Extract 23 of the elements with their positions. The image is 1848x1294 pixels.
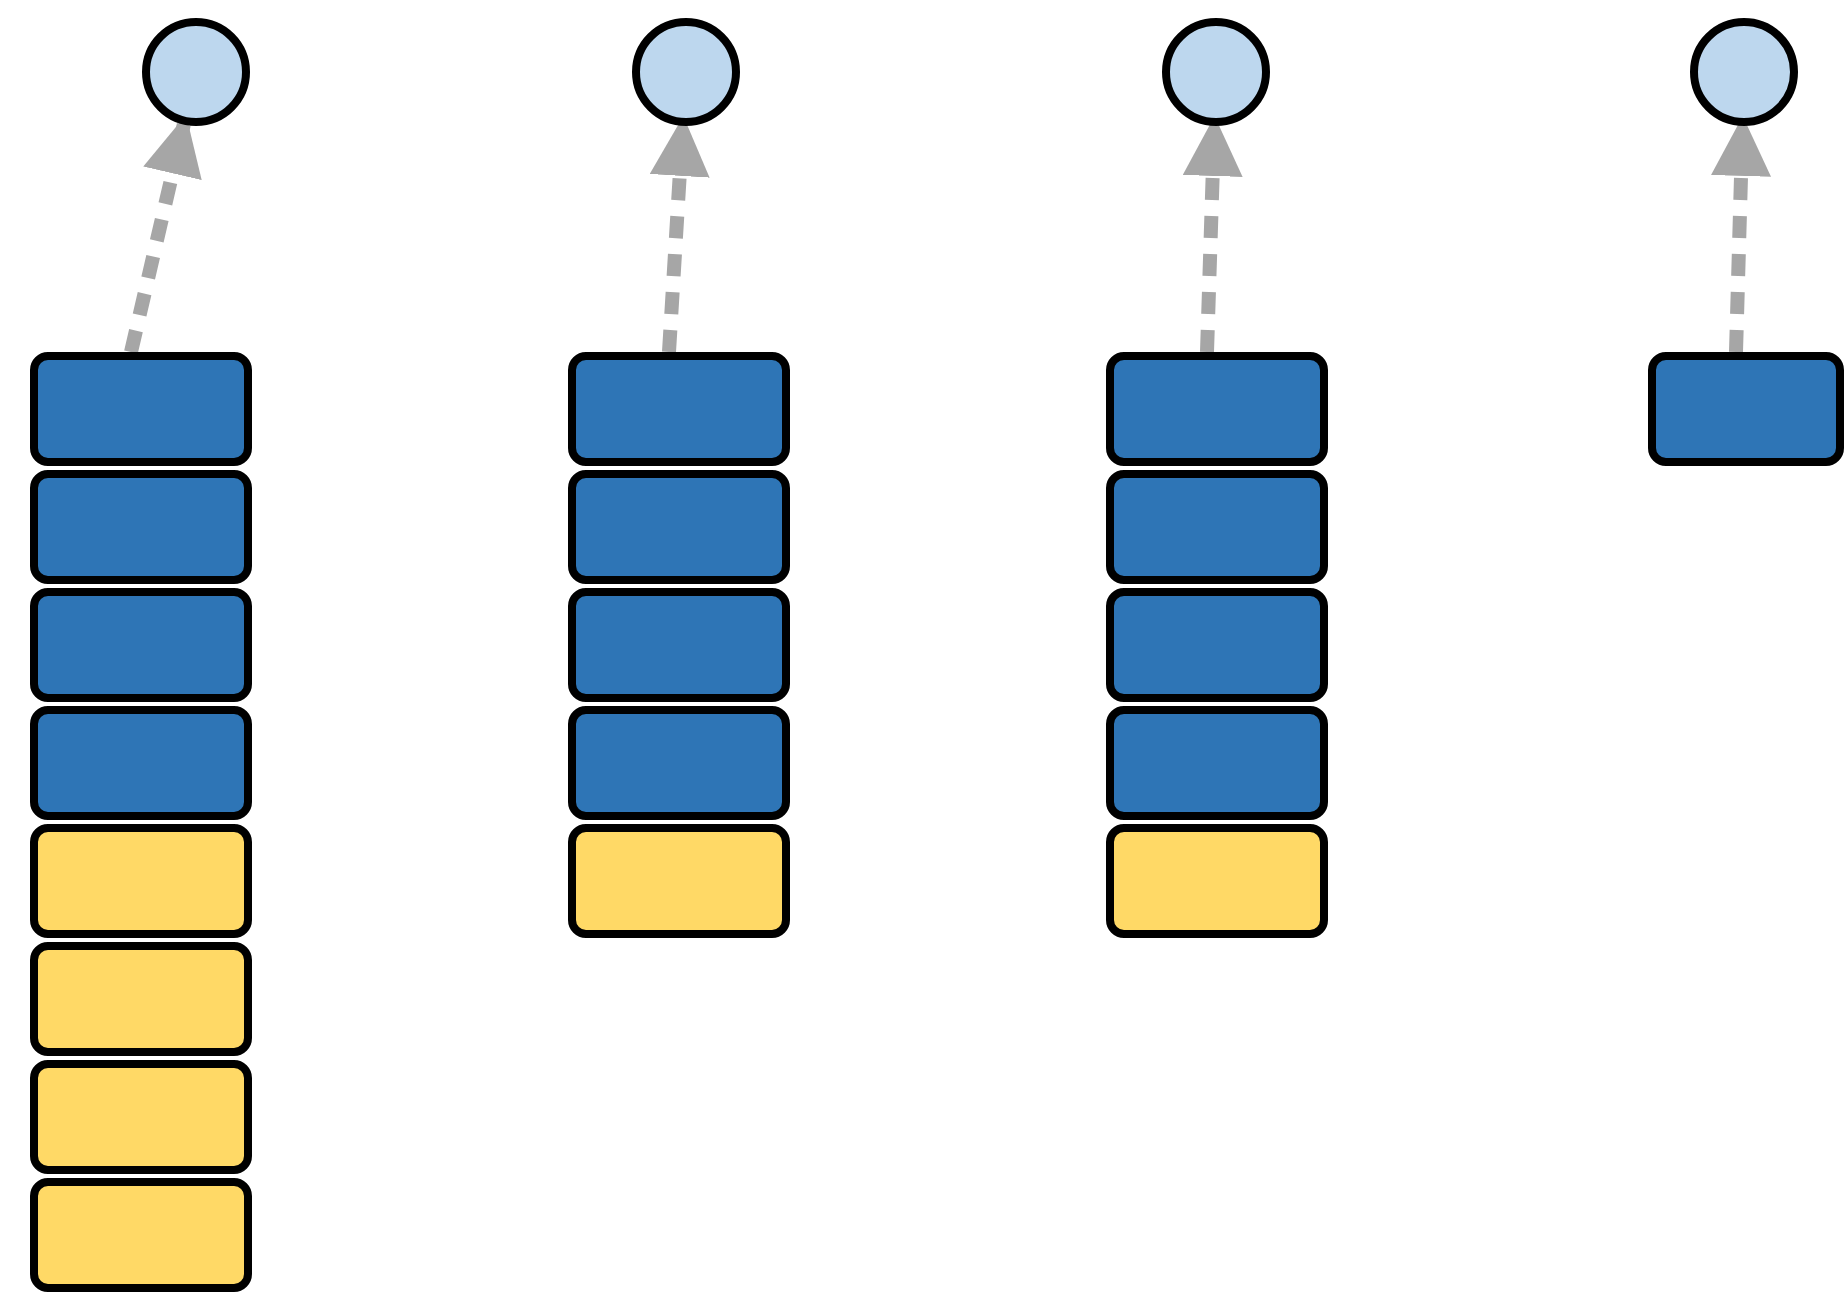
block (30, 1060, 252, 1174)
block (30, 1178, 252, 1292)
block (1106, 706, 1328, 820)
block (568, 706, 790, 820)
circle-node (632, 18, 740, 126)
block (1648, 352, 1844, 466)
block (30, 706, 252, 820)
block (30, 824, 252, 938)
block (568, 588, 790, 702)
block (568, 352, 790, 466)
circle-node (1690, 18, 1798, 126)
block (30, 352, 252, 466)
block (30, 470, 252, 584)
block (568, 470, 790, 584)
circle-node (142, 18, 250, 126)
block (1106, 352, 1328, 466)
block (30, 942, 252, 1056)
block (1106, 588, 1328, 702)
block (30, 588, 252, 702)
block (1106, 470, 1328, 584)
block (568, 824, 790, 938)
circle-node (1162, 18, 1270, 126)
block (1106, 824, 1328, 938)
